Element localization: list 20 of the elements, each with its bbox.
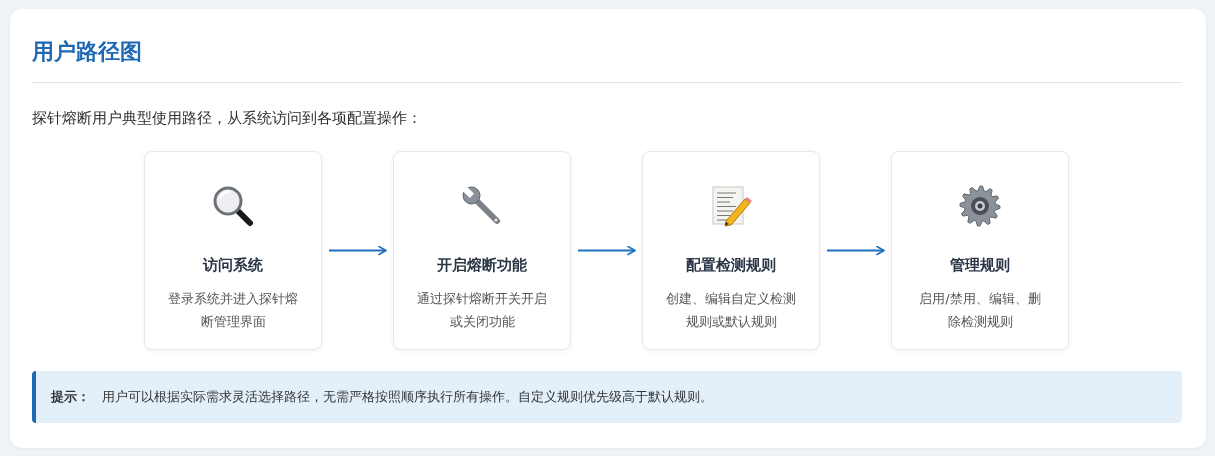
step-card bbox=[144, 151, 322, 350]
arrow bbox=[577, 245, 636, 256]
step-card bbox=[393, 151, 571, 350]
intro-text: 探针熔断用户典型使用路径，从系统访问到各项配置操作： bbox=[32, 108, 422, 129]
title: 用户路径图 bbox=[32, 38, 142, 66]
step-description: 登录系统并进入探针熔断管理界面 bbox=[167, 290, 299, 331]
step-title: 管理规则 bbox=[949, 255, 1011, 276]
step-card bbox=[642, 151, 820, 350]
step-description: 通过探针熔断开关开启或关闭功能 bbox=[416, 290, 548, 331]
tip-box bbox=[32, 371, 1182, 423]
step-title: 开启熔断功能 bbox=[436, 255, 528, 276]
step-card bbox=[891, 151, 1069, 350]
step-description: 启用/禁用、编辑、删除检测规则 bbox=[918, 290, 1042, 331]
step-description: 创建、编辑自定义检测规则或默认规则 bbox=[665, 290, 797, 331]
tip-label: 提示： bbox=[51, 388, 90, 406]
step-title: 访问系统 bbox=[201, 255, 264, 276]
arrow bbox=[328, 245, 387, 256]
arrow bbox=[826, 245, 885, 256]
step-title: 配置检测规则 bbox=[685, 255, 777, 276]
tip-text: 用户可以根据实际需求灵活选择路径，无需严格按照顺序执行所有操作。自定义规则优先级高于默认规则。 bbox=[102, 388, 713, 406]
